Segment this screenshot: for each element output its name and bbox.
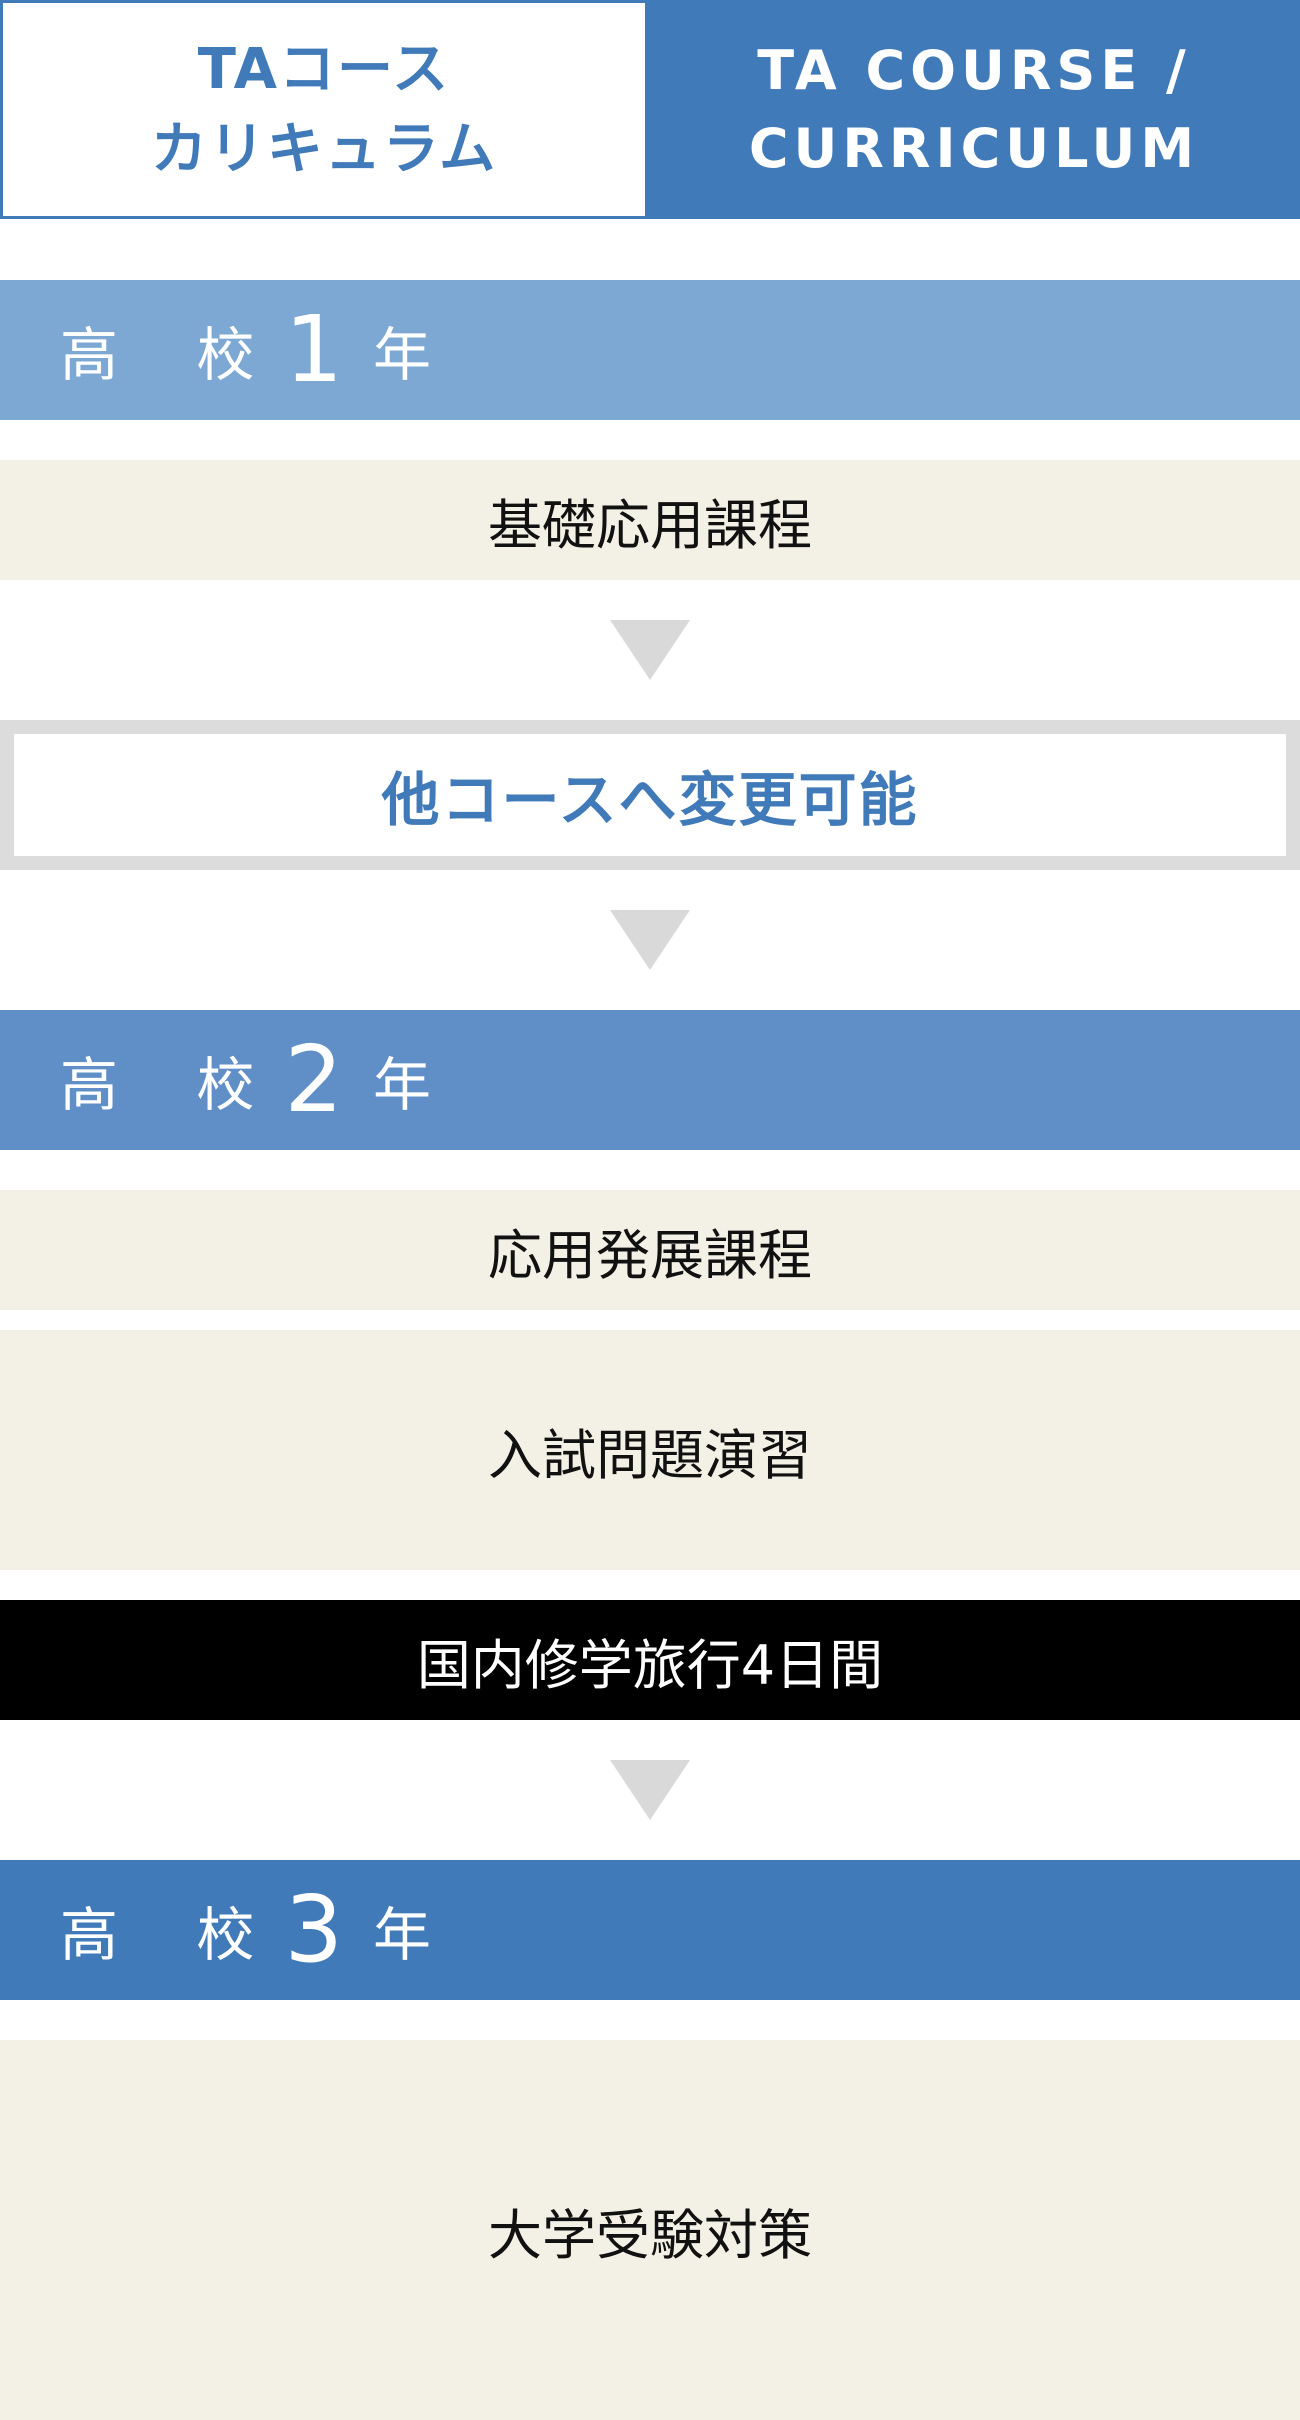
school-trip: 国内修学旅行4日間 [0,1600,1300,1720]
arrow-down-icon [610,910,690,970]
year-3-bar: 高 校 3 年 [0,1860,1300,2000]
course-title-en-line2: CURRICULUM [748,116,1200,180]
year-2-prefix: 高 校 [60,1051,285,1119]
year-1-bar: 高 校 1 年 [0,280,1300,420]
year-2-course: 応用発展課程 [0,1190,1300,1310]
year-2-suffix: 年 [372,1051,431,1119]
course-title-en: TA COURSE / CURRICULUM [648,0,1300,219]
year-2-practice: 入試問題演習 [0,1330,1300,1570]
year-3-number: 3 [284,1876,343,1983]
year-2-bar: 高 校 2 年 [0,1010,1300,1150]
course-change-note: 他コースへ変更可能 [0,720,1300,870]
year-3-suffix: 年 [372,1901,431,1969]
course-title-en-line1: TA COURSE / [757,38,1191,102]
year-3-course: 大学受験対策 [0,2040,1300,2420]
course-title-jp-line1: TAコース [197,36,451,102]
year-3-prefix: 高 校 [60,1901,285,1969]
year-1-prefix: 高 校 [60,321,285,389]
year-1-course: 基礎応用課程 [0,460,1300,580]
year-1-suffix: 年 [372,321,431,389]
year-1-number: 1 [284,296,343,403]
arrow-down-icon [610,620,690,680]
course-title-jp: TAコース カリキュラム [0,0,648,219]
year-2-number: 2 [284,1026,343,1133]
course-title-jp-line2: カリキュラム [150,116,498,182]
arrow-down-icon [610,1760,690,1820]
